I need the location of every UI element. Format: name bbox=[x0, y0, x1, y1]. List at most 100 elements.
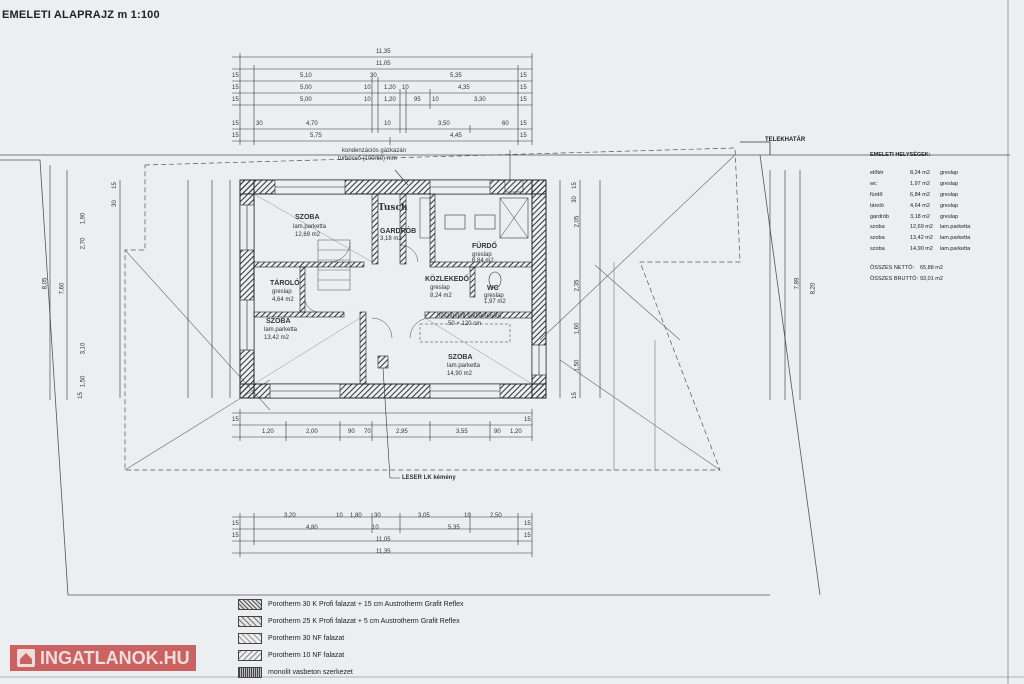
schedule-area: 14,90 m2 bbox=[910, 245, 933, 252]
dim-label: 10 bbox=[372, 525, 379, 531]
door-swing bbox=[399, 244, 419, 263]
dim-label: 15 bbox=[524, 417, 531, 423]
dim-label: 4,80 bbox=[306, 525, 318, 531]
legend-item: Porotherm 30 NF falazat bbox=[238, 630, 464, 647]
dim-label: 15 bbox=[520, 121, 527, 127]
schedule-floor: greslap bbox=[940, 181, 959, 188]
dim-label: 10 bbox=[336, 513, 343, 519]
attic-hatch-size: 50 × 120 cm bbox=[448, 321, 482, 327]
room-name: SZOBA bbox=[266, 318, 291, 325]
roof-slope-line bbox=[253, 317, 361, 385]
dim-label: 95 bbox=[414, 97, 421, 103]
dim-label: 3,30 bbox=[474, 97, 486, 103]
dim-bottom-inner: 11,05 bbox=[376, 537, 391, 543]
dim-label: 5,35 bbox=[448, 525, 460, 531]
schedule-room: tároló bbox=[870, 202, 884, 209]
room-area: 12,69 m2 bbox=[295, 232, 321, 238]
dim-label: 3,50 bbox=[438, 121, 450, 127]
dim-label: 15 bbox=[232, 521, 239, 527]
dim-label: 15 bbox=[111, 182, 118, 189]
dim-label: 4,70 bbox=[306, 121, 318, 127]
schedule-net-total: ÖSSZES NETTÓ:65,88 m2 bbox=[870, 262, 1006, 273]
dim-label: 5,10 bbox=[300, 73, 312, 79]
door-swing bbox=[329, 241, 351, 263]
dim-left-inner: 7,60 bbox=[59, 282, 66, 295]
schedule-room: szoba bbox=[870, 245, 885, 252]
room-name: WC bbox=[487, 285, 499, 292]
roof-hip-line bbox=[594, 264, 681, 341]
schedule-title: EMELETI HELYSÉGEK: bbox=[870, 152, 931, 158]
schedule-room: fürdő bbox=[870, 191, 883, 198]
room-floor: lam.parketta bbox=[264, 327, 298, 333]
dim-label: 1,50 bbox=[80, 375, 87, 388]
dim-label: 15 bbox=[571, 392, 578, 399]
dim-label: 5,75 bbox=[310, 133, 322, 139]
dim-label: 1,80 bbox=[350, 513, 362, 519]
schedule-area: 12,69 m2 bbox=[910, 224, 933, 231]
dim-label: 30 bbox=[370, 73, 377, 79]
dim-label: 30 bbox=[374, 513, 381, 519]
schedule-room: gardrób bbox=[870, 213, 889, 220]
room-floor: greslap bbox=[430, 285, 450, 291]
room-area: 8,24 m2 bbox=[430, 293, 452, 299]
schedule-floor: lam.parketta bbox=[940, 235, 971, 242]
room-area: 6,84 m2 bbox=[472, 258, 494, 264]
legend-item: monolit vasbeton szerkezet bbox=[238, 664, 464, 681]
dim-label: 30 bbox=[571, 196, 578, 203]
hatch-swatch bbox=[238, 667, 262, 678]
interior-wall bbox=[253, 261, 365, 268]
schedule-room: szoba bbox=[870, 235, 885, 242]
door-swing bbox=[371, 317, 393, 339]
dim-label: 3,20 bbox=[284, 513, 296, 519]
sink bbox=[474, 214, 496, 230]
schedule-gross-total: ÖSSZES BRUTTÓ:93,01 m2 bbox=[870, 273, 1006, 284]
schedule-area: 13,42 m2 bbox=[910, 235, 933, 242]
schedule-floor: greslap bbox=[940, 202, 959, 209]
dim-label: 1,20 bbox=[510, 429, 522, 435]
schedule-floor: greslap bbox=[940, 170, 959, 177]
chimney-leader bbox=[382, 367, 400, 479]
dim-label: 15 bbox=[520, 85, 527, 91]
dim-top-total: 11,35 bbox=[376, 49, 391, 55]
dim-label: 3,10 bbox=[80, 342, 87, 355]
dim-left-total: 8,05 bbox=[42, 277, 49, 290]
bottom-dimension-lines bbox=[232, 412, 532, 554]
schedule-area: 3,18 m2 bbox=[910, 213, 930, 220]
interior-wall bbox=[299, 266, 306, 313]
interior-wall bbox=[429, 261, 533, 268]
toilet bbox=[488, 271, 502, 289]
interior-wall bbox=[429, 193, 436, 263]
dim-right-inner: 7,89 bbox=[794, 277, 801, 290]
interior-wall bbox=[253, 311, 345, 318]
watermark-text: INGATLANOK.HU bbox=[40, 647, 190, 668]
dim-top-inner: 11,05 bbox=[376, 61, 391, 67]
schedule-room: wc bbox=[870, 181, 877, 188]
gross-value: 93,01 m2 bbox=[920, 275, 943, 282]
shelf bbox=[419, 197, 431, 239]
plan-title: EMELETI ALAPRAJZ m 1:100 bbox=[2, 9, 160, 21]
hatch-swatch bbox=[238, 633, 262, 644]
dim-label: 15 bbox=[520, 133, 527, 139]
roof-hip-line bbox=[539, 154, 736, 341]
interior-wall bbox=[399, 193, 407, 265]
schedule-area: 8,24 m2 bbox=[910, 170, 930, 177]
room-name: KÖZLEKEDŐ bbox=[425, 276, 469, 283]
room-area: 14,90 m2 bbox=[447, 371, 473, 377]
schedule-floor: greslap bbox=[940, 191, 959, 198]
room-name: FÜRDŐ bbox=[472, 243, 497, 250]
room-floor: lam.parketta bbox=[293, 224, 327, 230]
dim-label: 15 bbox=[232, 73, 239, 79]
dim-label: 90 bbox=[348, 429, 355, 435]
dim-label: 60 bbox=[502, 121, 509, 127]
dim-label: 5,00 bbox=[300, 97, 312, 103]
dim-label: 1,20 bbox=[384, 97, 396, 103]
door-swing bbox=[409, 317, 431, 339]
room-floor: greslap bbox=[472, 252, 492, 258]
legend-item: Porotherm 25 K Profi falazat + 5 cm Aust… bbox=[238, 613, 464, 630]
top-dimension-ticks bbox=[239, 53, 533, 145]
dim-label: 3,05 bbox=[418, 513, 430, 519]
attic-hatch bbox=[419, 323, 511, 343]
